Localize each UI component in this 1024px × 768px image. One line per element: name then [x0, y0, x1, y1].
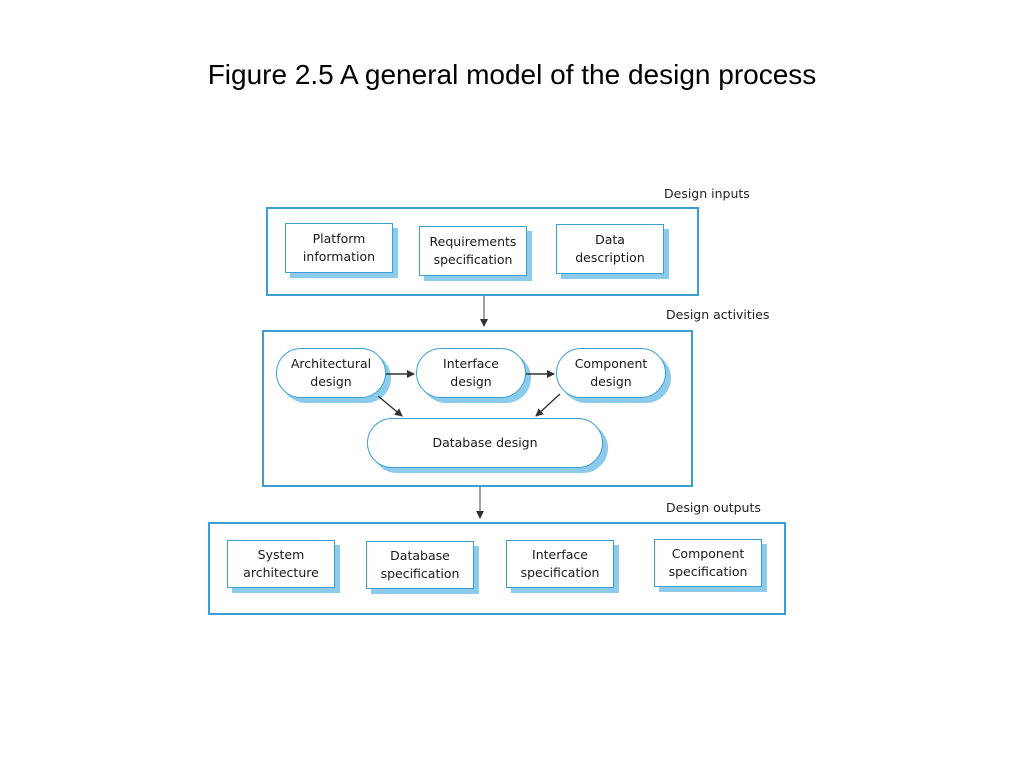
activity-database-design: Database design [367, 418, 603, 468]
output-box-component-specification: Component specification [654, 539, 762, 587]
activity-architectural-design: Architectural design [276, 348, 386, 398]
design-outputs-label: Design outputs [666, 500, 761, 515]
design-activities-label: Design activities [666, 307, 770, 322]
design-inputs-label: Design inputs [664, 186, 750, 201]
output-box-system-architecture: System architecture [227, 540, 335, 588]
input-box-data-description: Data description [556, 224, 664, 274]
input-box-requirements-specification: Requirements specification [419, 226, 527, 276]
activity-component-design: Component design [556, 348, 666, 398]
output-box-database-specification: Database specification [366, 541, 474, 589]
activity-interface-design: Interface design [416, 348, 526, 398]
slide-title: Figure 2.5 A general model of the design… [207, 59, 817, 90]
output-box-interface-specification: Interface specification [506, 540, 614, 588]
input-box-platform-information: Platform information [285, 223, 393, 273]
